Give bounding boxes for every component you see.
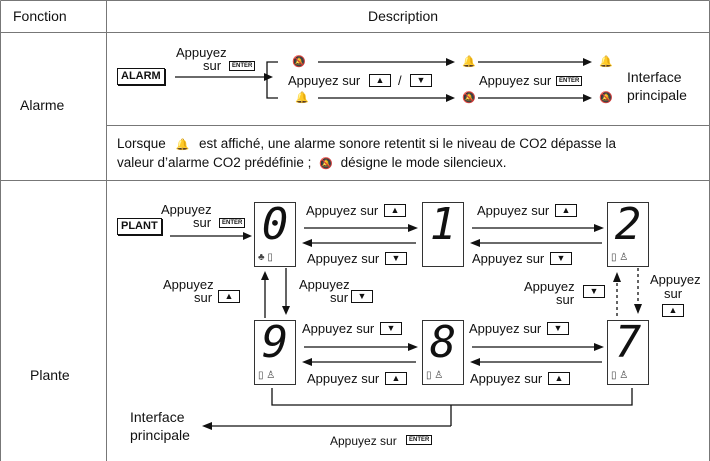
- lcd-screen: 2 ▯ ♙: [607, 199, 649, 267]
- bell-icon: 🔔: [599, 56, 613, 68]
- muted-bell-icon: 🔕: [599, 92, 613, 104]
- enter-key-icon: ENTER: [229, 61, 256, 71]
- alarm-button: ALARM: [117, 68, 165, 85]
- note-text: désigne le mode silencieux.: [340, 155, 507, 170]
- lcd-digit: 7: [614, 317, 642, 368]
- lcd-digit: 0: [261, 199, 289, 250]
- plant-press-up: Appuyez sur: [306, 203, 379, 218]
- bell-icon: 🔔: [295, 92, 309, 104]
- plant-press-short-2: sur: [330, 290, 349, 305]
- lcd-digit: 2: [614, 199, 642, 250]
- alarm-press-enter: Appuyez sur: [479, 73, 552, 88]
- up-key-icon: ▲: [385, 372, 407, 385]
- lcd-screen: 7 ▯ ♙: [607, 317, 649, 385]
- muted-bell-icon: 🔕: [292, 56, 306, 68]
- plant-press-label-2: sur: [193, 215, 212, 230]
- alarm-press-label-2: sur: [203, 58, 222, 73]
- plant-press-up: Appuyez sur: [477, 203, 550, 218]
- alarm-press-label: Appuyez: [176, 45, 227, 60]
- lcd-digit: 9: [261, 317, 289, 368]
- bell-icon: 🔔: [175, 139, 190, 151]
- alarm-note-line1: Lorsque 🔔 est affiché, une alarme sonore…: [117, 137, 616, 152]
- down-key-icon: ▼: [351, 290, 373, 303]
- lcd-screen: 0 ♣ ▯: [254, 199, 296, 267]
- down-key-icon: ▼: [410, 74, 432, 87]
- header-description: Description: [368, 8, 439, 24]
- row-label-plant: Plante: [30, 367, 70, 383]
- row-label-alarm: Alarme: [20, 97, 65, 113]
- note-text: Lorsque: [117, 136, 166, 151]
- plant-press-short-2: sur: [556, 292, 575, 307]
- plant-press-down: Appuyez sur: [469, 321, 542, 336]
- alarm-press-updown: Appuyez sur: [288, 73, 361, 88]
- up-key-icon: ▲: [555, 204, 577, 217]
- plant-press-short-2: sur: [194, 290, 213, 305]
- alarm-note-line2: valeur d’alarme CO2 prédéfinie ; 🔕 désig…: [117, 156, 506, 171]
- plant-press-label: Appuyez: [161, 202, 212, 217]
- up-key-icon: ▲: [218, 290, 240, 303]
- plant-press-short: Appuyez: [524, 279, 575, 294]
- tree-person-icon: ▯ ♙: [426, 370, 444, 381]
- note-text: est affiché, une alarme sonore retentit …: [199, 136, 617, 151]
- plant-button: PLANT: [117, 218, 162, 235]
- down-key-icon: ▼: [385, 252, 407, 265]
- plant-press-short-2: sur: [664, 286, 683, 301]
- plant-press-up: Appuyez sur: [307, 371, 380, 386]
- plant-interface-label: Interface: [130, 409, 185, 425]
- lcd-screen: 8 ▯ ♙: [422, 317, 464, 385]
- alarm-interface-label: Interface: [627, 69, 682, 85]
- up-key-icon: ▲: [662, 304, 684, 317]
- tree-person-icon: ▯ ♙: [258, 370, 276, 381]
- alarm-interface-label-2: principale: [627, 87, 687, 103]
- enter-key-icon: ENTER: [219, 218, 246, 228]
- plant-press-short: Appuyez: [299, 277, 350, 292]
- down-key-icon: ▼: [583, 285, 605, 298]
- slash: /: [398, 73, 402, 88]
- plant-press-down: Appuyez sur: [307, 251, 380, 266]
- tree-person-icon: ♣ ▯: [258, 252, 273, 263]
- plant-press-enter: Appuyez sur: [330, 434, 397, 448]
- up-key-icon: ▲: [548, 372, 570, 385]
- plant-press-down: Appuyez sur: [302, 321, 375, 336]
- down-key-icon: ▼: [547, 322, 569, 335]
- lcd-digit: 8: [429, 317, 457, 368]
- note-text: valeur d’alarme CO2 prédéfinie ;: [117, 155, 312, 170]
- bell-icon: 🔔: [462, 56, 476, 68]
- tree-person-icon: ▯ ♙: [611, 252, 629, 263]
- lcd-screen: 1: [422, 199, 464, 267]
- enter-key-icon: ENTER: [556, 76, 583, 86]
- plant-press-up: Appuyez sur: [470, 371, 543, 386]
- tree-person-icon: ▯ ♙: [611, 370, 629, 381]
- muted-bell-icon: 🔕: [462, 92, 476, 104]
- header-function: Fonction: [13, 8, 67, 24]
- down-key-icon: ▼: [550, 252, 572, 265]
- enter-key-icon: ENTER: [406, 435, 433, 445]
- plant-press-short: Appuyez: [163, 277, 214, 292]
- lcd-digit: 1: [429, 199, 457, 250]
- plant-interface-label-2: principale: [130, 427, 190, 443]
- up-key-icon: ▲: [384, 204, 406, 217]
- down-key-icon: ▼: [380, 322, 402, 335]
- up-key-icon: ▲: [369, 74, 391, 87]
- plant-press-short: Appuyez: [650, 272, 701, 287]
- muted-bell-icon: 🔕: [319, 158, 333, 170]
- lcd-screen: 9 ▯ ♙: [254, 317, 296, 385]
- plant-press-down: Appuyez sur: [472, 251, 545, 266]
